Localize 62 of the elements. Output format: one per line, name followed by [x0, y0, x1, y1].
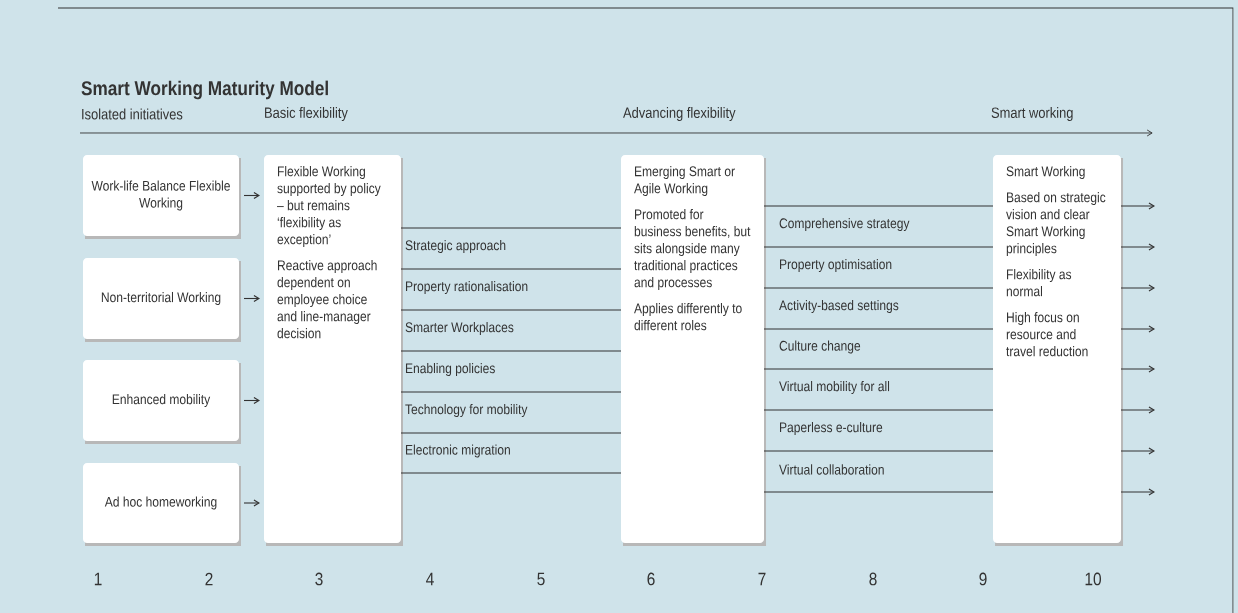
arrow — [1120, 406, 1155, 414]
scale-number: 7 — [758, 572, 766, 586]
connector-line — [400, 268, 622, 270]
stage-panel: Emerging Smart or Agile Working Promoted for business benefits, but sits alongside many traditional practices and processes Applies differently to different roles — [621, 155, 766, 546]
scale-number: 3 — [315, 572, 323, 586]
connector-line — [400, 350, 622, 352]
arrow — [1120, 243, 1155, 251]
connector-line — [763, 328, 994, 330]
connector-line — [763, 368, 994, 370]
scale-number: 5 — [537, 572, 545, 586]
connector-line — [763, 246, 994, 248]
scale-number: 8 — [869, 572, 877, 586]
theme-label: Activity-based settings — [779, 299, 899, 313]
connector-line — [400, 432, 622, 434]
connector-line — [400, 309, 622, 311]
connector-line — [763, 409, 994, 411]
scale-number: 1 — [94, 572, 102, 586]
arrow — [1120, 284, 1155, 292]
arrow — [1120, 365, 1155, 373]
scale-number: 2 — [205, 572, 213, 586]
scale-number: 4 — [426, 572, 434, 586]
theme-label: Paperless e-culture — [780, 421, 883, 435]
scale-number: 9 — [979, 572, 987, 586]
stage-label: Isolated initiatives — [82, 108, 183, 120]
stage-label: Advancing flexibility — [623, 107, 736, 121]
theme-label: Technology for mobility — [405, 403, 528, 417]
theme-label: Culture change — [779, 340, 861, 354]
arrow — [243, 294, 260, 303]
stage-label: Smart working — [991, 107, 1073, 121]
stage-box: Ad hoc homeworking — [83, 463, 241, 546]
arrow — [1120, 202, 1155, 210]
theme-label: Enabling policies — [406, 362, 495, 376]
theme-label: Electronic migration — [406, 444, 510, 458]
stage-box: Enhanced mobility — [83, 360, 241, 444]
theme-label: Virtual mobility for all — [779, 380, 890, 394]
theme-label: Virtual collaboration — [779, 464, 884, 475]
arrow — [1120, 488, 1155, 496]
arrow — [1120, 325, 1155, 333]
scale-number: 6 — [647, 572, 655, 586]
connector-line — [400, 391, 622, 393]
theme-label: Strategic approach — [405, 239, 506, 253]
theme-label: Smarter Workplaces — [405, 321, 514, 335]
stage-box: Non-territorial Working — [83, 258, 241, 342]
stage-label: Basic flexibility — [265, 107, 348, 121]
arrow — [243, 499, 260, 507]
connector-line — [400, 227, 622, 229]
stage-panel: Smart Working Based on strategic vision and clear Smart Working principles Flexibility as normal High focus on resource and travel reduction — [993, 155, 1123, 546]
arrow — [1120, 447, 1155, 455]
stage-panel: Flexible Working supported by policy – but remains ‘flexibility as exception’ Reactive approach dependent on employee choice and line-manager decision — [264, 155, 403, 546]
connector-line — [763, 491, 994, 493]
connector-line — [763, 287, 994, 289]
connector-line — [763, 450, 994, 452]
theme-label: Comprehensive strategy — [779, 217, 910, 231]
connector-line — [400, 472, 622, 474]
theme-label: Property rationalisation — [406, 280, 528, 294]
arrow — [243, 396, 260, 405]
stage-box: Work-life Balance Flexible Working — [83, 155, 241, 239]
arrow — [243, 191, 260, 200]
scale-number: 10 — [1085, 572, 1101, 586]
connector-line — [763, 205, 994, 207]
theme-label: Property optimisation — [780, 258, 892, 272]
title: Smart Working Maturity Model — [81, 80, 328, 100]
